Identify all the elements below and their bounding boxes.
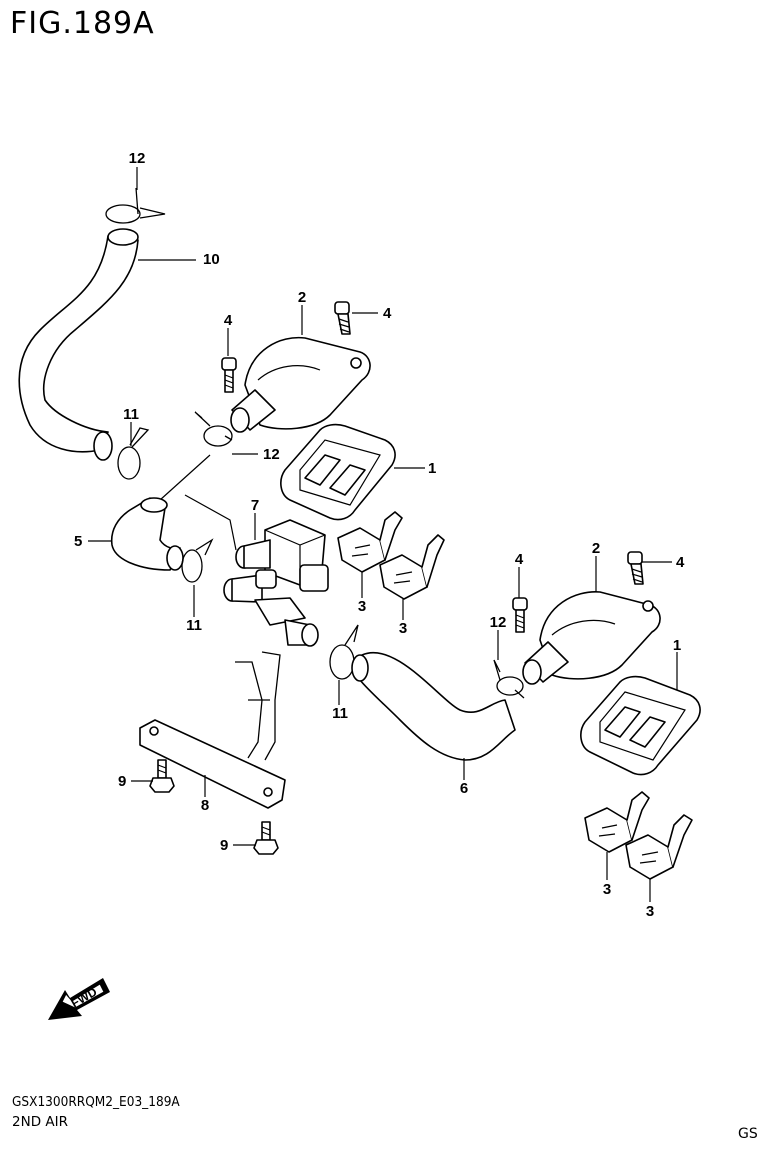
callout-12-top: 12 bbox=[129, 150, 146, 167]
callout-5: 5 bbox=[74, 533, 82, 550]
bracket-8 bbox=[139, 651, 286, 809]
callout-11-upper: 11 bbox=[123, 406, 139, 423]
reed-valve-1-upper bbox=[280, 423, 396, 521]
air-valve-7 bbox=[223, 519, 329, 647]
reed-valve-1-lower bbox=[580, 675, 701, 776]
callout-7: 7 bbox=[251, 497, 259, 514]
callout-10: 10 bbox=[203, 251, 220, 268]
callout-12-middle: 12 bbox=[263, 446, 280, 463]
callout-1-lower: 1 bbox=[673, 637, 681, 654]
callout-6: 6 bbox=[460, 780, 468, 797]
reed-stopper-3-lower-right bbox=[625, 814, 693, 880]
figure-code: GSX1300RRQM2_E03_189A bbox=[12, 1094, 180, 1110]
callout-4-upper-right: 4 bbox=[383, 305, 392, 322]
bolt-4-lower-left bbox=[512, 597, 528, 633]
callout-3-lower-right: 3 bbox=[646, 903, 654, 920]
bolt-4-upper-left bbox=[221, 357, 237, 393]
bolt-4-lower-right bbox=[627, 551, 644, 585]
callout-1-upper: 1 bbox=[428, 460, 436, 477]
callout-4-lower-left: 4 bbox=[515, 551, 524, 568]
bolt-4-upper-right bbox=[334, 301, 351, 335]
hose-10 bbox=[18, 228, 139, 461]
callout-4-upper-left: 4 bbox=[224, 312, 233, 329]
reed-cover-2-lower bbox=[522, 591, 661, 685]
reed-cover-2-upper bbox=[230, 336, 371, 433]
clamp-12-lower bbox=[493, 659, 525, 699]
bolt-9-upper bbox=[149, 759, 175, 793]
callout-8: 8 bbox=[201, 797, 209, 814]
callout-9-upper: 9 bbox=[118, 773, 126, 790]
hose-6 bbox=[351, 651, 516, 761]
clamp-12-middle bbox=[194, 411, 233, 447]
clamp-12-top bbox=[105, 187, 166, 224]
fwd-arrow-icon: FWD bbox=[48, 978, 110, 1020]
callout-3-lower-left: 3 bbox=[603, 881, 611, 898]
reed-stopper-3-upper-right bbox=[379, 534, 445, 600]
callout-11-left: 11 bbox=[186, 617, 202, 634]
callout-11-right: 11 bbox=[332, 705, 348, 722]
bolt-9-lower bbox=[253, 821, 279, 855]
leader-lines bbox=[88, 167, 678, 902]
callout-numbers: 12 10 2 4 4 11 12 1 7 5 3 3 11 11 4 2 4 … bbox=[74, 150, 685, 920]
region-code: GS bbox=[738, 1126, 758, 1142]
elbow-hose-5 bbox=[110, 497, 184, 571]
callout-9-lower: 9 bbox=[220, 837, 228, 854]
clamp-11-upper bbox=[117, 427, 150, 480]
callout-4-lower-right: 4 bbox=[676, 554, 685, 571]
reed-stopper-3-lower-left bbox=[584, 791, 650, 853]
callout-2-upper: 2 bbox=[298, 289, 306, 306]
clamp-11-left bbox=[181, 538, 214, 583]
callout-12-lower: 12 bbox=[490, 614, 507, 631]
callout-2-lower: 2 bbox=[592, 540, 600, 557]
reed-stopper-3-upper-left bbox=[337, 511, 403, 573]
figure-name: 2ND AIR bbox=[12, 1114, 68, 1130]
callout-3-upper-right: 3 bbox=[399, 620, 407, 637]
callout-3-upper-left: 3 bbox=[358, 598, 366, 615]
figure-title: FIG.189A bbox=[10, 6, 155, 41]
